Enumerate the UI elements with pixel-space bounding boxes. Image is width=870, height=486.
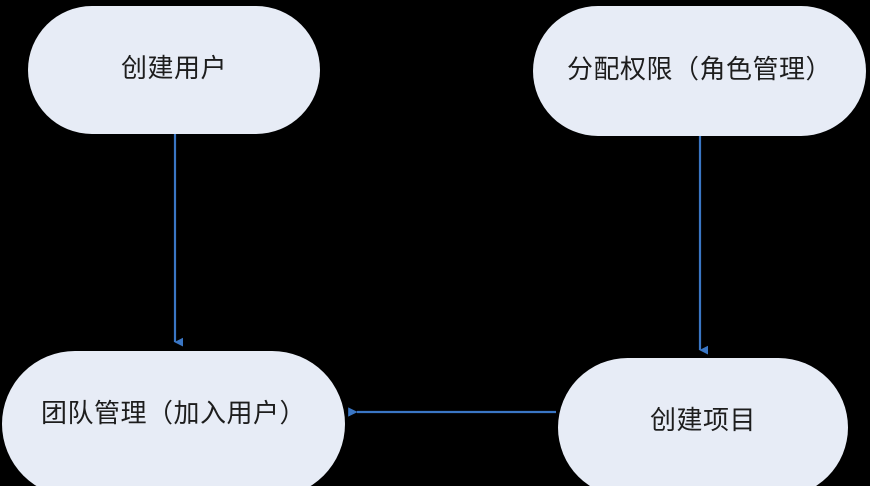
node-team-manage-label: 团队管理（加入用户） xyxy=(40,399,306,430)
node-create-project[interactable]: 创建项目 xyxy=(558,358,848,486)
node-team-manage[interactable]: 团队管理（加入用户） xyxy=(2,351,345,486)
node-assign-perm-label: 分配权限（角色管理） xyxy=(566,55,832,86)
node-create-project-label: 创建项目 xyxy=(649,405,756,436)
node-create-user-label: 创建用户 xyxy=(120,54,227,85)
node-assign-perm[interactable]: 分配权限（角色管理） xyxy=(533,6,866,136)
node-create-user[interactable]: 创建用户 xyxy=(28,6,320,134)
